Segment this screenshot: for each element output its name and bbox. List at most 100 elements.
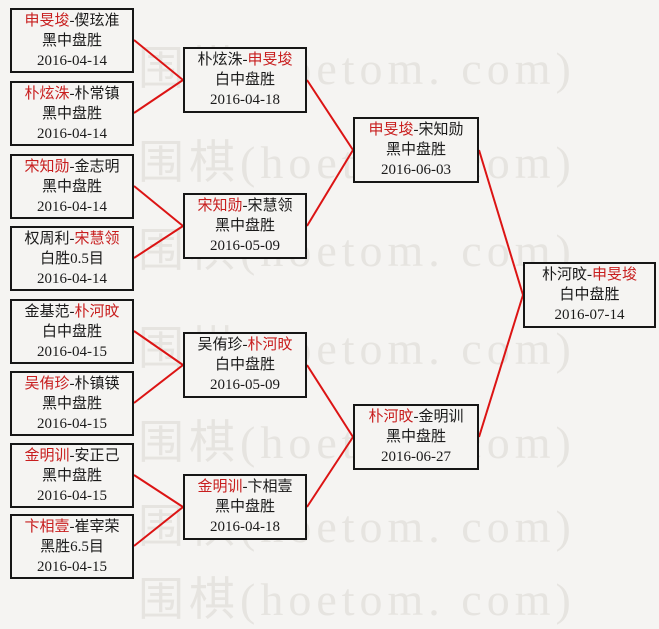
- match-result: 白胜0.5目: [40, 250, 104, 267]
- match-date: 2016-07-14: [554, 307, 625, 323]
- match-result: 白中盘胜: [559, 287, 620, 303]
- match-box-r1-m3[interactable]: 宋知勋-金志明 黑中盘胜 2016-04-14: [10, 154, 134, 219]
- player2-name: 朴常镇: [74, 85, 120, 102]
- player2-name: 卞相壹: [247, 479, 293, 495]
- match-date: 2016-04-14: [37, 198, 107, 215]
- match-box-r1-m1[interactable]: 申旻埈-偰玹准 黑中盘胜 2016-04-14: [10, 8, 134, 73]
- connector-line: [133, 506, 184, 547]
- player2-name: 宋知勋: [418, 122, 464, 138]
- player1-name: 朴河旼: [368, 409, 414, 425]
- match-result: 白中盘胜: [214, 357, 275, 373]
- player-separator: -: [242, 337, 248, 353]
- player1-name: 权周利: [24, 230, 70, 247]
- match-box-r2-m3[interactable]: 吴侑珍-朴河旼 白中盘胜 2016-05-09: [183, 332, 307, 398]
- player1-name: 朴炫洙: [197, 52, 243, 68]
- match-date: 2016-06-03: [381, 162, 451, 178]
- player2-name: 宋慧领: [74, 230, 120, 247]
- player-separator: -: [242, 198, 248, 214]
- connector-line: [133, 474, 184, 508]
- match-box-sf-m1[interactable]: 申旻埈-宋知勋 黑中盘胜 2016-06-03: [353, 117, 479, 183]
- match-result: 黑中盘胜: [385, 142, 446, 158]
- connector-line: [133, 79, 184, 114]
- player2-name: 宋慧领: [247, 198, 293, 214]
- match-players: 金明训-卞相壹: [185, 477, 305, 497]
- connector-line: [478, 294, 524, 438]
- connector-line: [306, 436, 354, 508]
- match-players: 金明训-安正己: [12, 446, 132, 466]
- connector-line: [133, 364, 184, 404]
- player-separator: -: [69, 518, 75, 535]
- match-players: 宋知勋-金志明: [12, 157, 132, 177]
- match-result: 黑中盘胜: [41, 32, 102, 49]
- match-date: 2016-04-14: [37, 270, 107, 287]
- player1-name: 吴侑珍: [24, 375, 70, 392]
- player-separator: -: [413, 122, 419, 138]
- match-box-r1-m2[interactable]: 朴炫洙-朴常镇 黑中盘胜 2016-04-14: [10, 81, 134, 146]
- player-separator: -: [69, 230, 75, 247]
- match-box-r1-m8[interactable]: 卞相壹-崔宰荣 黑胜6.5目 2016-04-15: [10, 514, 134, 579]
- player1-name: 吴侑珍: [197, 337, 243, 353]
- match-date: 2016-04-18: [210, 92, 280, 108]
- match-date: 2016-04-15: [37, 415, 107, 432]
- connector-line: [133, 185, 184, 227]
- match-box-r1-m4[interactable]: 权周利-宋慧领 白胜0.5目 2016-04-14: [10, 226, 134, 291]
- player1-name: 宋知勋: [24, 158, 70, 175]
- match-players: 吴侑珍-朴镇锳: [12, 374, 132, 394]
- match-players: 权周利-宋慧领: [12, 229, 132, 249]
- connector-line: [306, 364, 354, 438]
- match-box-r2-m1[interactable]: 朴炫洙-申旻埈 白中盘胜 2016-04-18: [183, 47, 307, 113]
- match-result: 黑中盘胜: [385, 429, 446, 445]
- player-separator: -: [69, 447, 75, 464]
- player1-name: 朴河旼: [541, 267, 587, 283]
- player2-name: 朴河旼: [247, 337, 293, 353]
- player1-name: 金明训: [197, 479, 243, 495]
- match-box-r2-m2[interactable]: 宋知勋-宋慧领 黑中盘胜 2016-05-09: [183, 193, 307, 259]
- match-box-r1-m7[interactable]: 金明训-安正己 黑中盘胜 2016-04-15: [10, 443, 134, 508]
- player2-name: 朴镇锳: [74, 375, 120, 392]
- match-box-r2-m4[interactable]: 金明训-卞相壹 黑中盘胜 2016-04-18: [183, 474, 307, 540]
- player2-name: 申旻埈: [592, 267, 638, 283]
- player-separator: -: [69, 85, 75, 102]
- player1-name: 金明训: [24, 447, 70, 464]
- player-separator: -: [242, 479, 248, 495]
- player-separator: -: [242, 52, 248, 68]
- player2-name: 偰玹准: [74, 12, 120, 29]
- match-date: 2016-04-15: [37, 343, 107, 360]
- match-date: 2016-04-15: [37, 558, 107, 575]
- match-result: 黑中盘胜: [41, 178, 102, 195]
- match-date: 2016-04-18: [210, 519, 280, 535]
- match-result: 黑中盘胜: [41, 395, 102, 412]
- match-players: 金基范-朴河旼: [12, 302, 132, 322]
- player2-name: 朴河旼: [74, 303, 120, 320]
- tournament-bracket: { "separator": "-", "watermark": { "text…: [10, 8, 656, 625]
- player-separator: -: [69, 12, 75, 29]
- match-players: 朴炫洙-朴常镇: [12, 84, 132, 104]
- connector-line: [133, 39, 184, 81]
- player1-name: 申旻埈: [24, 12, 70, 29]
- match-result: 黑中盘胜: [41, 467, 102, 484]
- match-result: 黑中盘胜: [41, 105, 102, 122]
- player2-name: 崔宰荣: [74, 518, 120, 535]
- player-separator: -: [69, 158, 75, 175]
- connector-line: [306, 149, 354, 227]
- match-result: 白中盘胜: [41, 323, 102, 340]
- match-date: 2016-04-14: [37, 125, 107, 142]
- match-box-r1-m5[interactable]: 金基范-朴河旼 白中盘胜 2016-04-15: [10, 299, 134, 364]
- match-players: 卞相壹-崔宰荣: [12, 517, 132, 537]
- match-players: 宋知勋-宋慧领: [185, 196, 305, 216]
- match-result: 黑中盘胜: [214, 499, 275, 515]
- match-box-final[interactable]: 朴河旼-申旻埈 白中盘胜 2016-07-14: [523, 262, 656, 328]
- match-result: 白中盘胜: [214, 72, 275, 88]
- match-players: 朴河旼-金明训: [355, 407, 477, 427]
- match-box-sf-m2[interactable]: 朴河旼-金明训 黑中盘胜 2016-06-27: [353, 404, 479, 470]
- match-players: 申旻埈-宋知勋: [355, 120, 477, 140]
- player2-name: 安正己: [74, 447, 120, 464]
- match-result: 黑胜6.5目: [40, 538, 104, 555]
- match-date: 2016-04-15: [37, 487, 107, 504]
- player1-name: 宋知勋: [197, 198, 243, 214]
- match-date: 2016-05-09: [210, 238, 280, 254]
- match-box-r1-m6[interactable]: 吴侑珍-朴镇锳 黑中盘胜 2016-04-15: [10, 371, 134, 436]
- player1-name: 金基范: [24, 303, 70, 320]
- match-players: 申旻埈-偰玹准: [12, 11, 132, 31]
- connector-line: [478, 149, 524, 296]
